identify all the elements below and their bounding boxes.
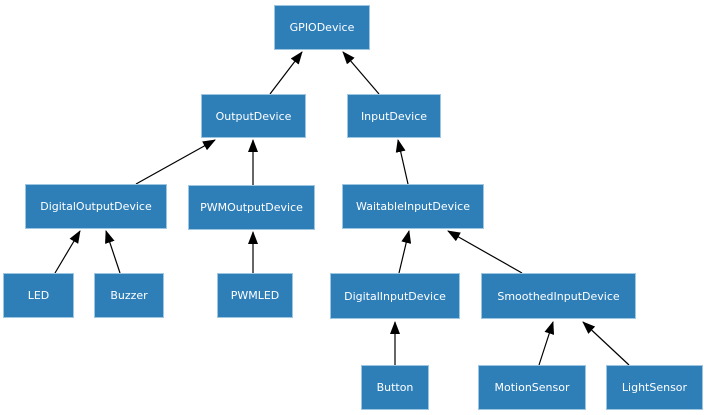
edge-led-to-digitaloutputdevice (54, 230, 81, 274)
edge-inputdevice-to-gpiodevice (342, 51, 380, 95)
node-outputdevice[interactable]: OutputDevice (201, 94, 306, 138)
edge-digitalinputdevice-to-waitableinputdevice (398, 230, 412, 274)
node-smoothedinputdevice[interactable]: SmoothedInputDevice (481, 273, 636, 319)
node-lightsensor[interactable]: LightSensor (606, 365, 703, 410)
node-digitaloutputdevice[interactable]: DigitalOutputDevice (25, 184, 167, 229)
edge-digitaloutputdevice-to-outputdevice (135, 139, 216, 185)
node-gpiodevice[interactable]: GPIODevice (274, 5, 370, 50)
edge-buzzer-to-digitaloutputdevice (105, 230, 121, 274)
edge-outputdevice-to-gpiodevice (269, 51, 303, 95)
edge-waitableinputdevice-to-inputdevice (395, 139, 409, 185)
node-pwmoutputdevice[interactable]: PWMOutputDevice (188, 185, 315, 230)
node-waitableinputdevice[interactable]: WaitableInputDevice (342, 184, 484, 229)
node-button[interactable]: Button (361, 365, 429, 410)
node-motionsensor[interactable]: MotionSensor (478, 365, 586, 410)
edge-motionsensor-to-smoothedinputdevice (538, 321, 555, 366)
node-led[interactable]: LED (3, 273, 74, 318)
edge-lightsensor-to-smoothedinputdevice (582, 321, 630, 366)
node-pwmled[interactable]: PWMLED (217, 273, 293, 318)
node-buzzer[interactable]: Buzzer (94, 273, 164, 318)
edge-smoothedinputdevice-to-waitableinputdevice (447, 230, 523, 274)
node-inputdevice[interactable]: InputDevice (347, 94, 441, 138)
node-digitalinputdevice[interactable]: DigitalInputDevice (330, 273, 460, 319)
